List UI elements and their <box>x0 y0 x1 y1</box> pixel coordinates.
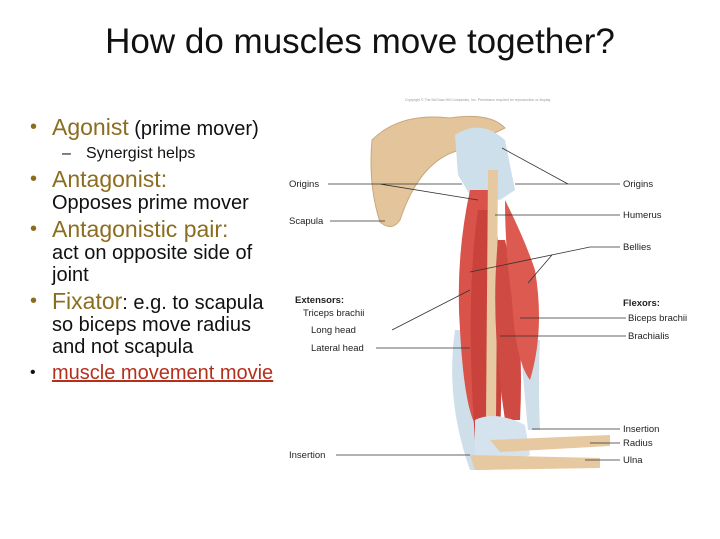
bullet-movie-link: •muscle movement movie <box>30 362 274 384</box>
label-radius: Radius <box>623 438 653 449</box>
label-bellies: Bellies <box>623 242 651 253</box>
sub-bullet-synergist: –Synergist helps <box>62 145 196 162</box>
label-origins-left: Origins <box>289 179 320 190</box>
muscle-movie-link[interactable]: muscle movement movie <box>52 362 274 384</box>
humerus-bone <box>486 170 498 420</box>
bullet-fixator: •Fixator: e.g. to scapula so biceps move… <box>30 288 264 359</box>
term: Antagonist: <box>52 166 168 192</box>
slide-title: How do muscles move together? <box>105 22 615 61</box>
label-humerus: Humerus <box>623 210 662 221</box>
desc: Opposes prime mover <box>52 192 249 214</box>
shoulder-tendons <box>455 127 515 200</box>
term: Fixator <box>52 288 123 314</box>
label-origins-right: Origins <box>623 179 654 190</box>
copyright-notice: Copyright © The McGraw-Hill Companies, I… <box>405 98 552 102</box>
term: Agonist <box>52 114 129 140</box>
bullet-list: •Agonist (prime mover) –Synergist helps … <box>28 116 288 388</box>
desc: Synergist helps <box>86 145 196 162</box>
label-insertion-right: Insertion <box>623 424 660 435</box>
brachialis <box>495 240 521 420</box>
label-extensors: Extensors: <box>295 295 345 306</box>
desc: (prime mover) <box>128 118 259 140</box>
label-triceps: Triceps brachii <box>303 308 365 319</box>
radius-ulna <box>470 435 610 470</box>
bullet-agonist: •Agonist (prime mover) <box>30 114 259 141</box>
label-ulna: Ulna <box>623 455 643 466</box>
label-brachialis: Brachialis <box>628 331 670 342</box>
label-flexors: Flexors: <box>623 298 660 309</box>
bullet-antagonistic-pair: •Antagonistic pair:act on opposite side … <box>30 216 253 287</box>
biceps <box>505 200 539 380</box>
bullet-antagonist: •Antagonist:Opposes prime mover <box>30 166 249 215</box>
desc: act on opposite side of joint <box>52 242 253 286</box>
label-biceps: Biceps brachii <box>628 313 688 324</box>
label-insertion-left: Insertion <box>289 450 326 461</box>
label-scapula: Scapula <box>289 216 324 227</box>
label-long-head: Long head <box>311 325 356 336</box>
term: Antagonistic pair: <box>52 216 229 242</box>
label-lateral-head: Lateral head <box>311 343 364 354</box>
leader-lines <box>328 147 626 461</box>
desc: : e.g. to scapula so biceps move radius … <box>52 292 264 358</box>
